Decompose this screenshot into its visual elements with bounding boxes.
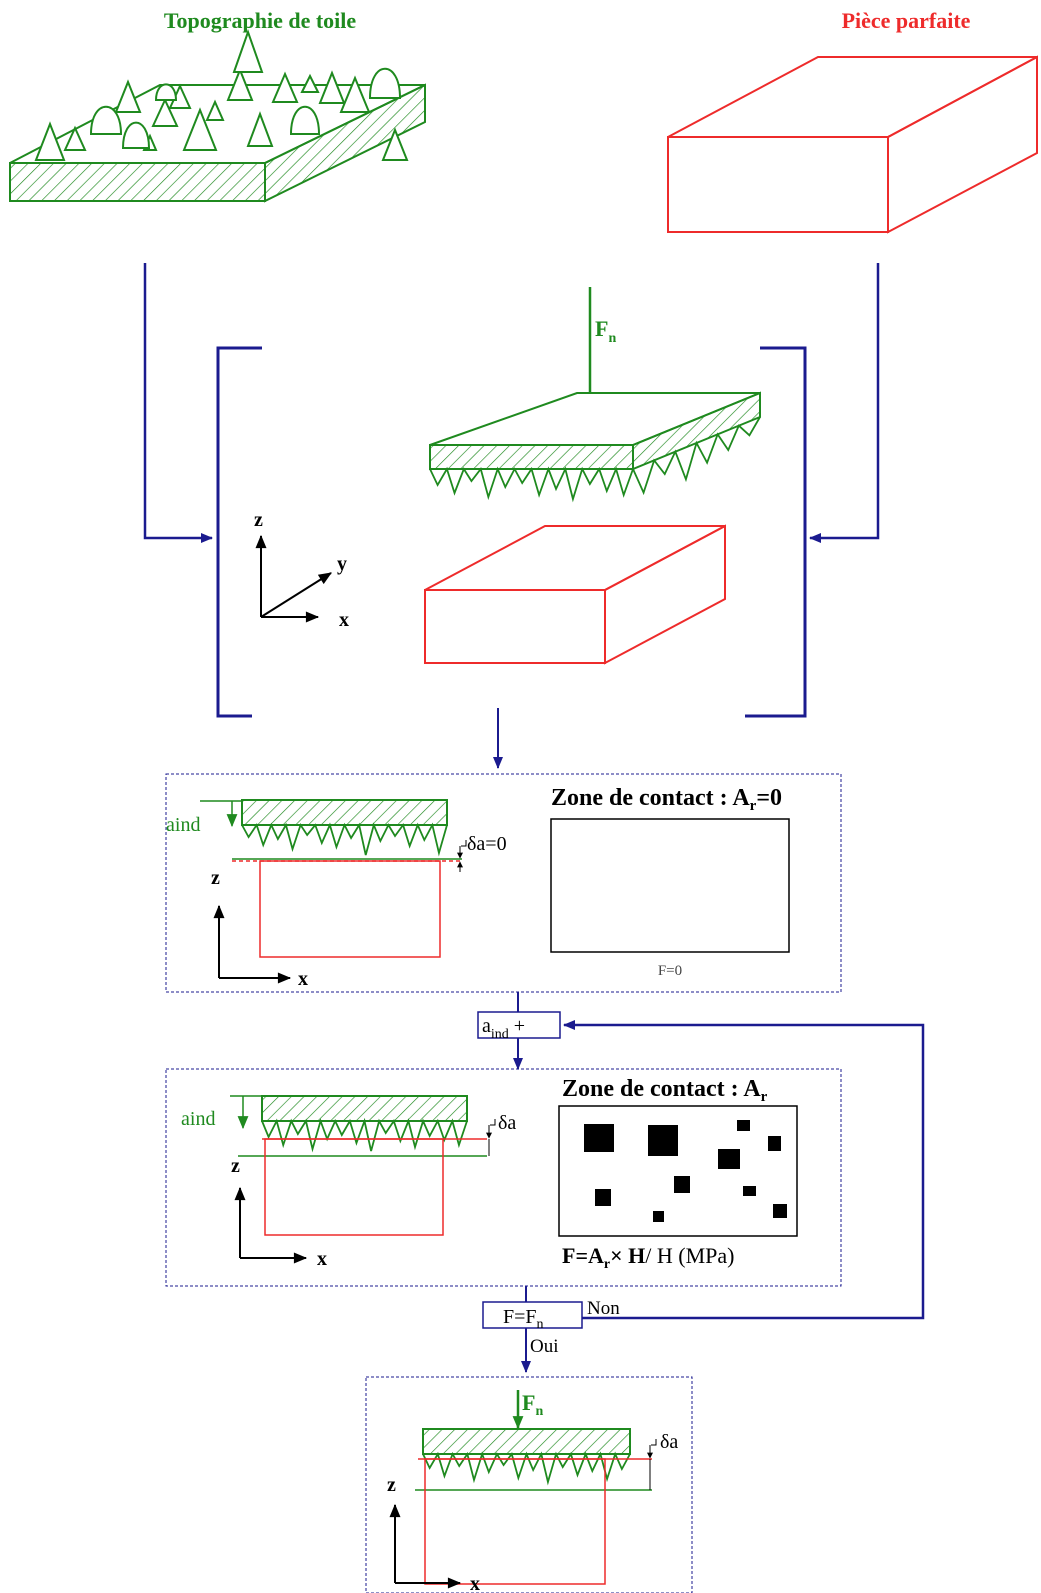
step3-axis-x: x (470, 1573, 480, 1593)
perfect-part-block (667, 55, 1038, 234)
svg-text:Fn: Fn (595, 316, 616, 346)
flow-right-to-assembly (809, 263, 880, 543)
step1-axes-xz: z x (211, 867, 308, 990)
step2-axis-z: z (231, 1155, 240, 1177)
step2-panel (165, 1068, 842, 1287)
step3-delta-gap: δa (647, 1431, 678, 1490)
force-subscript: n (608, 331, 616, 346)
fabric-topography-slab (9, 28, 426, 203)
axis-label-y: y (337, 553, 347, 575)
step1-delta-gap: δa=0 (457, 833, 507, 872)
step2-axis-x: x (317, 1248, 327, 1270)
step2-contact-zone: Zone de contact : Ar F=Ar× H/ H (MPa) (558, 1076, 798, 1272)
step2-zone-title: Zone de contact : Ar (562, 1076, 768, 1105)
bracket-right (745, 346, 807, 718)
step3-axis-z: z (387, 1474, 396, 1496)
step3-final-contact (415, 1428, 652, 1585)
step1-indentation: aind (166, 799, 462, 958)
step1-force-caption: F=0 (658, 963, 682, 979)
flow-no-loop-back: Non (563, 1020, 925, 1320)
title-fabric-topography: Topographie de toile (164, 8, 357, 33)
step2-indentation: aind (181, 1095, 487, 1236)
flow-left-to-assembly (143, 263, 213, 543)
step1-axis-x: x (298, 968, 308, 990)
force-symbol: F (595, 316, 608, 341)
step3-panel (365, 1376, 693, 1593)
svg-text:F=Fn: F=Fn (503, 1306, 544, 1332)
bracket-left (216, 346, 262, 718)
step3-axes-xz: z x (387, 1474, 480, 1593)
decision-box: F=Fn (482, 1301, 583, 1332)
step2-axes-xz: z x (231, 1155, 327, 1270)
part-block-assembly (424, 524, 726, 665)
increment-box: aind + (477, 1011, 561, 1042)
step1-zone-title: Zone de contact : Ar=0 (551, 785, 782, 814)
step1-contact-zone: Zone de contact : Ar=0 F=0 (550, 785, 790, 979)
step2-formula: F=Ar× H/ H (MPa) (562, 1243, 734, 1272)
force-arrow-main: Fn (584, 287, 616, 414)
svg-text:aind +: aind + (482, 1015, 525, 1042)
title-perfect-part: Pièce parfaite (842, 8, 971, 33)
step1-indent-label: aind (166, 814, 200, 836)
step1-delta-label: δa=0 (467, 833, 507, 855)
step1-axis-z: z (211, 867, 220, 889)
axes-xyz: z x y (254, 509, 349, 631)
step3-force-arrow: Fn (512, 1390, 543, 1430)
step2-contact-patches (584, 1120, 787, 1222)
decision-yes-label: Oui (530, 1336, 559, 1357)
svg-text:Fn: Fn (522, 1390, 543, 1419)
step2-delta-gap: δa (486, 1112, 516, 1156)
axis-label-z: z (254, 509, 263, 531)
decision-no-label: Non (587, 1298, 620, 1319)
step2-indent-label: aind (181, 1108, 215, 1130)
step1-panel (165, 773, 842, 993)
fabric-plate-inverted (429, 391, 761, 503)
step3-delta-label: δa (660, 1431, 678, 1453)
flow-yes-to-result: Oui (521, 1328, 559, 1373)
step1-zone-frame (550, 818, 790, 953)
step2-delta-label: δa (498, 1112, 516, 1134)
axis-label-x: x (339, 609, 349, 631)
